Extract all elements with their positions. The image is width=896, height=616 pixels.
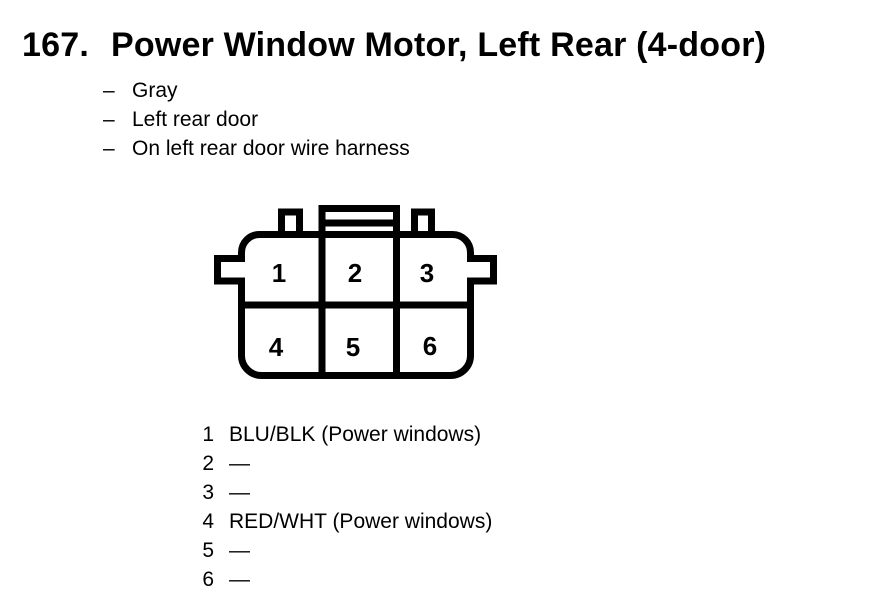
connector-cavity-1: 1 xyxy=(271,258,287,288)
pin-number: 4 xyxy=(202,510,214,533)
pin-number: 2 xyxy=(202,452,214,475)
pin-wire-row: 1 BLU/BLK (Power windows) xyxy=(185,420,492,449)
section-number: 167. xyxy=(22,26,89,64)
connector-body-outline xyxy=(214,231,497,379)
pin-wire-row: 5 — xyxy=(185,536,492,565)
pin-wire-label: RED/WHT (Power windows) xyxy=(229,510,493,533)
pin-wire-label: — xyxy=(229,452,250,475)
connector-diagram: 1 2 3 4 5 6 xyxy=(195,195,515,395)
connector-cavity-2: 2 xyxy=(347,258,363,288)
detail-note: – Left rear door xyxy=(103,105,410,134)
connector-cavity-5: 5 xyxy=(345,332,361,362)
connector-top-tab-left xyxy=(278,208,303,233)
dash-bullet: – xyxy=(103,108,115,131)
pin-wire-label: — xyxy=(229,481,250,504)
dash-bullet: – xyxy=(103,137,115,160)
detail-note: – Gray xyxy=(103,76,410,105)
pin-wire-row: 2 — xyxy=(185,449,492,478)
detail-note-text: On left rear door wire harness xyxy=(132,137,410,160)
pin-number: 3 xyxy=(202,481,214,504)
pin-wire-row: 4 RED/WHT (Power windows) xyxy=(185,507,492,536)
dash-bullet: – xyxy=(103,79,115,102)
detail-note-text: Left rear door xyxy=(132,108,259,131)
pin-wire-row: 6 — xyxy=(185,565,492,594)
pin-wire-label: — xyxy=(229,539,250,562)
section-heading: 167. Power Window Motor, Left Rear (4-do… xyxy=(22,26,766,65)
pin-number: 6 xyxy=(202,568,214,591)
detail-note: – On left rear door wire harness xyxy=(103,134,410,163)
pin-wire-row: 3 — xyxy=(185,478,492,507)
pin-number: 5 xyxy=(202,539,214,562)
connector-cavity-3: 3 xyxy=(419,258,435,288)
pin-number: 1 xyxy=(202,423,214,446)
pin-wire-label: — xyxy=(229,568,250,591)
section-title: Power Window Motor, Left Rear (4-door) xyxy=(110,26,767,64)
connector-top-tab-right xyxy=(411,208,435,233)
detail-note-text: Gray xyxy=(132,79,178,102)
connector-outline-drawing xyxy=(214,205,497,379)
detail-notes: – Gray – Left rear door – On left rear d… xyxy=(103,76,410,163)
pin-wire-list: 1 BLU/BLK (Power windows) 2 — 3 — 4 RED/… xyxy=(185,420,492,594)
connector-cavity-4: 4 xyxy=(268,332,284,362)
pin-wire-label: BLU/BLK (Power windows) xyxy=(229,423,482,446)
connector-cavity-6: 6 xyxy=(422,331,438,361)
